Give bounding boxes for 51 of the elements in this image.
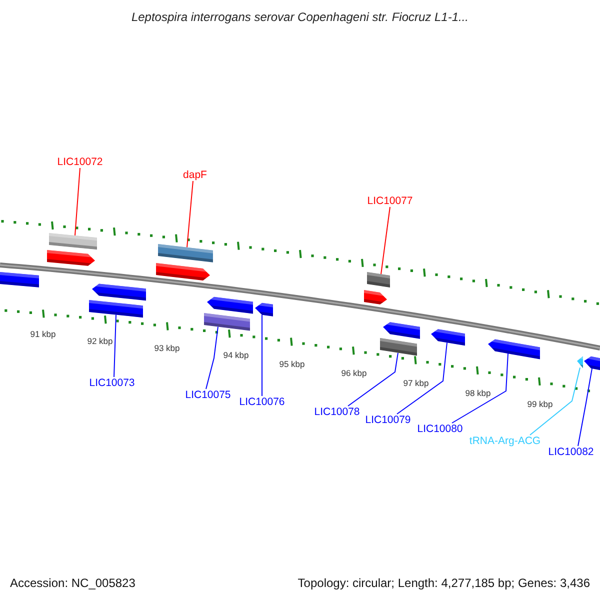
gene-feature-block — [584, 355, 600, 370]
title: Leptospira interrogans serovar Copenhageni str. Fiocruz L1-1... — [130, 10, 470, 24]
leader-line — [206, 326, 218, 390]
leader-line — [348, 352, 398, 406]
gene-label: LIC10075 — [185, 389, 231, 401]
gene-label: LIC10078 — [314, 406, 360, 418]
gene-feature-block — [207, 296, 253, 314]
gene-label: tRNA-Arg-ACG — [469, 435, 541, 447]
gene-feature-block — [364, 290, 387, 306]
gene-label: LIC10077 — [367, 195, 413, 207]
scale-label: 96 kbp — [341, 368, 367, 378]
gene-bar — [0, 272, 39, 288]
gene-label: LIC10072 — [57, 156, 103, 168]
leader-line — [452, 353, 508, 424]
genome-summary-text: Topology: circular; Length: 4,277,185 bp; Genes: 3,436 — [298, 576, 590, 590]
leader-line — [114, 314, 116, 378]
leader-line — [74, 168, 80, 236]
scale-label: 95 kbp — [279, 359, 305, 369]
accession-text: Accession: NC_005823 — [10, 576, 136, 590]
gene-feature-block — [156, 263, 210, 282]
leader-line — [578, 368, 592, 446]
gene-label: LIC10073 — [89, 377, 135, 389]
scale-label: 93 kbp — [154, 343, 180, 353]
gene-bar — [49, 233, 97, 250]
gene-bar — [204, 313, 250, 331]
gene-feature-block — [255, 302, 273, 316]
scale-label: 99 kbp — [527, 399, 553, 409]
gene-bar — [89, 300, 143, 318]
gene-bar — [367, 272, 390, 288]
gene-feature-block — [488, 338, 540, 360]
leader-line — [380, 206, 390, 275]
gene-feature-block — [92, 283, 146, 301]
gene-label: LIC10082 — [548, 446, 594, 458]
scale-label: 97 kbp — [403, 378, 429, 388]
leader-line — [396, 342, 448, 414]
scale-label: 92 kbp — [87, 336, 113, 346]
scale-label: 94 kbp — [223, 350, 249, 360]
leader-line — [186, 180, 194, 248]
gene-feature-block — [383, 321, 420, 339]
gene-label: LIC10076 — [239, 396, 285, 408]
leader-line — [530, 367, 580, 436]
gene-feature-block — [47, 250, 95, 267]
scale-label: 91 kbp — [30, 329, 56, 339]
gene-feature-block — [431, 328, 465, 346]
gene-bar — [380, 338, 417, 356]
gene-label: LIC10079 — [365, 414, 411, 426]
gene-label: LIC10080 — [417, 423, 463, 435]
gene-label: dapF — [183, 169, 207, 181]
scale-label: 98 kbp — [465, 388, 491, 398]
gene-feature-block — [577, 355, 583, 368]
gene-bar — [158, 244, 213, 262]
